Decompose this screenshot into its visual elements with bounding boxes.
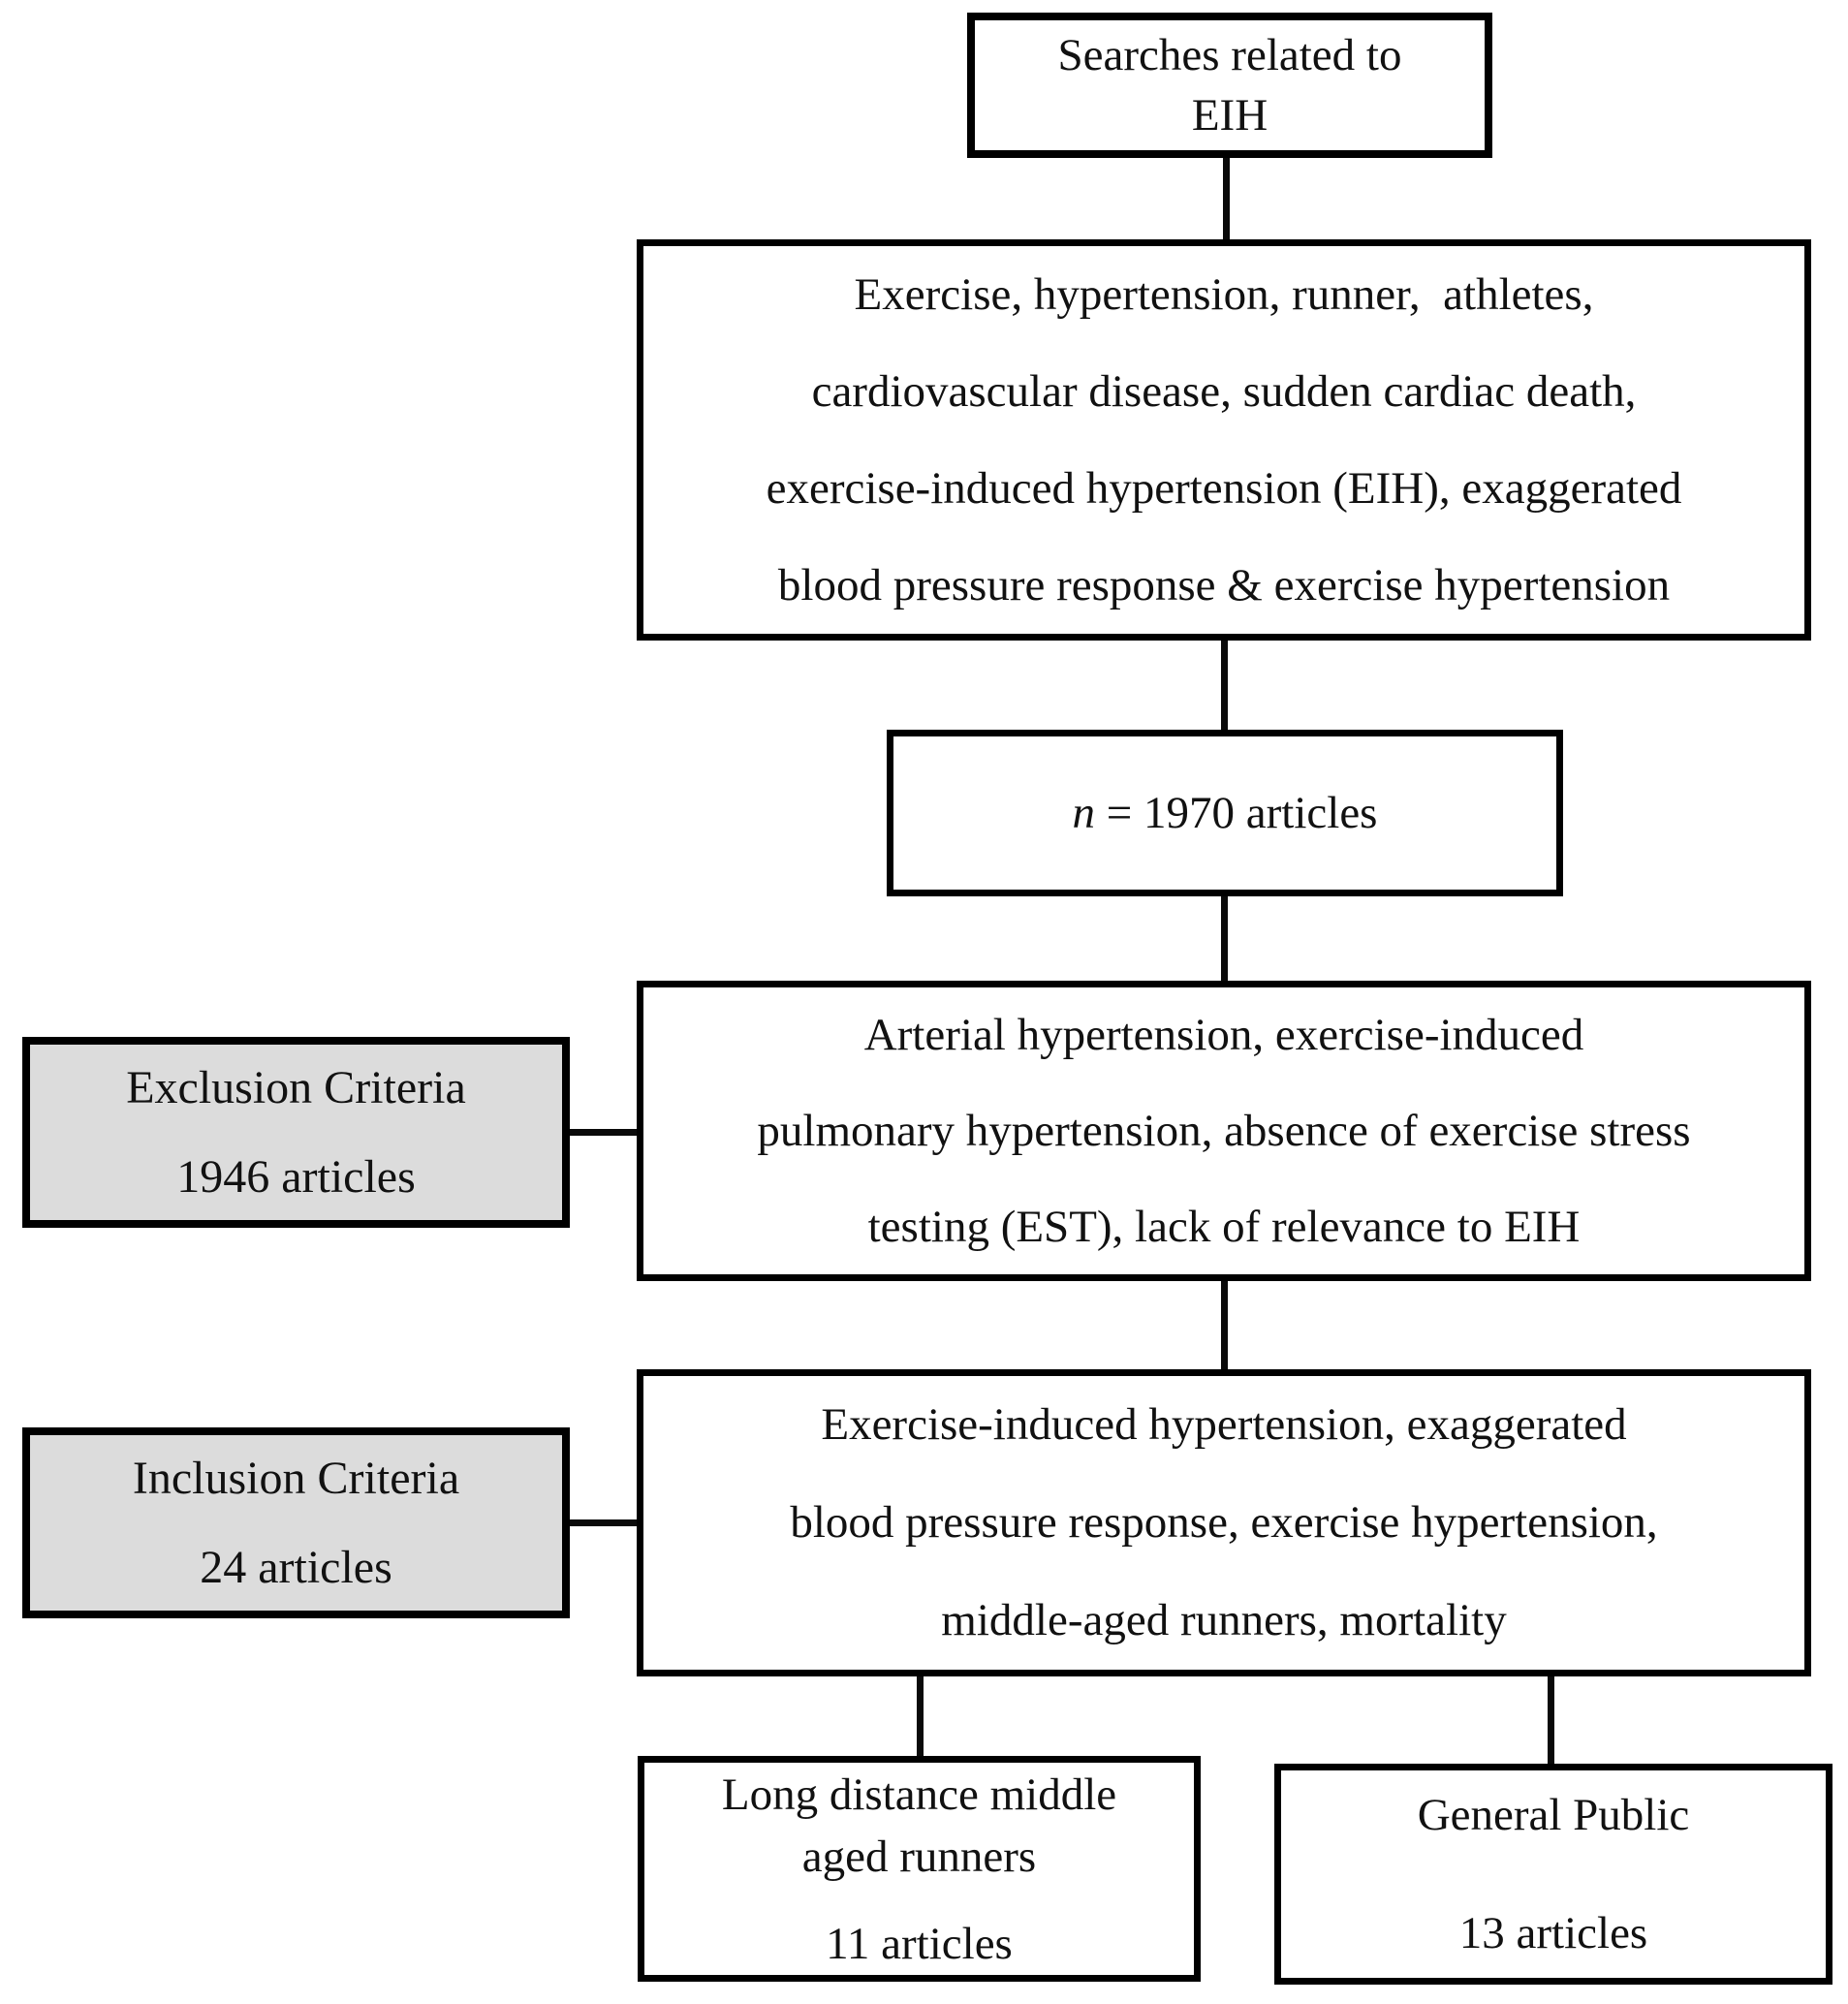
box-text-line: Long distance middle xyxy=(721,1769,1117,1820)
box-text-line: Exercise, hypertension, runner, athletes… xyxy=(854,269,1594,320)
connector-excluded-to-included-terms xyxy=(1221,1275,1228,1374)
box-inclusion-criteria: Inclusion Criteria 24 articles xyxy=(22,1427,570,1618)
box-exclusion-criteria: Exclusion Criteria 1946 articles xyxy=(22,1037,570,1228)
connector-keywords-to-n xyxy=(1221,635,1228,735)
criteria-title: Inclusion Criteria xyxy=(132,1452,460,1504)
box-searches-related-to-eih: Searches related to EIH xyxy=(967,13,1492,158)
box-long-distance-runners: Long distance middle aged runners 11 art… xyxy=(638,1756,1201,1982)
article-count: 1946 articles xyxy=(176,1150,416,1203)
box-text-line: aged runners xyxy=(801,1831,1037,1882)
article-count: n = 1970 articles xyxy=(1073,783,1378,843)
connector-inclusion-criteria xyxy=(565,1519,641,1526)
box-text-line: exercise-induced hypertension (EIH), exa… xyxy=(766,463,1682,514)
article-count: 24 articles xyxy=(200,1541,392,1593)
article-count: 13 articles xyxy=(1458,1908,1648,1958)
box-text-line: blood pressure response, exercise hypert… xyxy=(790,1497,1658,1548)
n-count-text: = 1970 articles xyxy=(1095,788,1378,838)
box-text-line: testing (EST), lack of relevance to EIH xyxy=(867,1201,1581,1252)
connector-included-to-runners xyxy=(917,1671,924,1761)
box-excluded-terms: Arterial hypertension, exercise-induced … xyxy=(637,981,1811,1281)
connector-n-to-excluded-terms xyxy=(1221,891,1228,986)
connector-exclusion-criteria xyxy=(565,1129,641,1136)
connector-searches-to-keywords xyxy=(1223,153,1230,245)
criteria-title: Exclusion Criteria xyxy=(126,1061,466,1113)
box-text-line: blood pressure response & exercise hyper… xyxy=(777,560,1671,611)
box-text-line: pulmonary hypertension, absence of exerc… xyxy=(757,1105,1691,1156)
box-general-public: General Public 13 articles xyxy=(1274,1764,1832,1985)
box-text-line: General Public xyxy=(1417,1790,1690,1840)
connector-included-to-public xyxy=(1548,1671,1554,1769)
box-text-line: cardiovascular disease, sudden cardiac d… xyxy=(811,366,1637,417)
box-included-terms: Exercise-induced hypertension, exaggerat… xyxy=(637,1369,1811,1676)
box-text-line: Exercise-induced hypertension, exaggerat… xyxy=(821,1399,1627,1450)
box-text-line: Arterial hypertension, exercise-induced xyxy=(863,1009,1584,1060)
box-text-line: Searches related to xyxy=(1057,30,1402,80)
box-search-keywords: Exercise, hypertension, runner, athletes… xyxy=(637,239,1811,641)
article-count: 11 articles xyxy=(826,1918,1013,1969)
box-text-line: EIH xyxy=(1191,90,1269,141)
box-text-line: middle-aged runners, mortality xyxy=(941,1595,1507,1645)
n-variable: n xyxy=(1072,788,1096,838)
box-n-1970-articles: n = 1970 articles xyxy=(887,730,1563,896)
